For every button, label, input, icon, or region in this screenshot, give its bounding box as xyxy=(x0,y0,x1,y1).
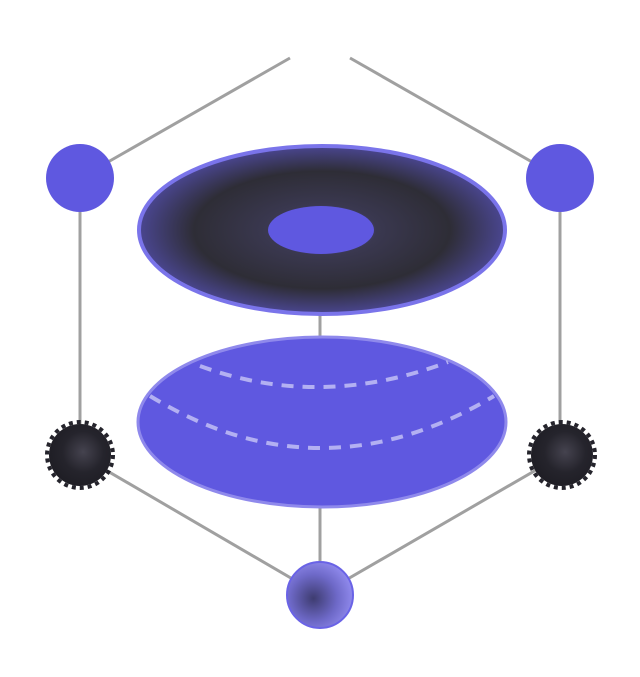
sphere-node-icon xyxy=(286,561,354,629)
line-top-right xyxy=(349,56,561,180)
disc-ring-icon xyxy=(137,144,507,316)
line-top-left xyxy=(79,56,291,180)
node-circle-right-icon xyxy=(526,144,594,212)
line-bottom-right xyxy=(319,453,563,597)
line-bottom-left xyxy=(79,453,321,597)
disc-center xyxy=(268,206,374,254)
dashed-arc-lower xyxy=(148,394,496,450)
connector-lines xyxy=(78,56,563,597)
gear-node-right-icon xyxy=(527,420,597,490)
node-circle-left-icon xyxy=(46,144,114,212)
ellipsoid-icon xyxy=(136,335,508,509)
dashed-arc-upper xyxy=(199,360,449,390)
gear-node-left-icon xyxy=(45,420,115,490)
